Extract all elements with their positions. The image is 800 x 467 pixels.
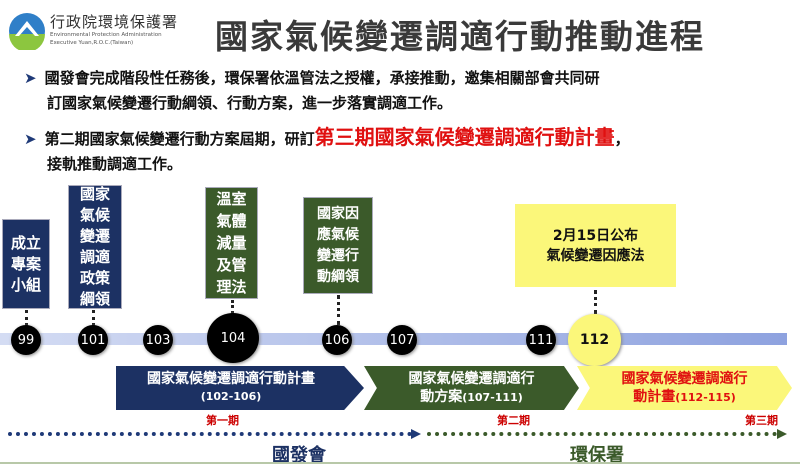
- logo: [8, 12, 46, 52]
- year-112: 112: [568, 314, 621, 366]
- plan-1-title: 國家氣候變遷調適行動計畫: [147, 371, 315, 387]
- logo-text: 行政院環境保護署: [50, 13, 179, 31]
- event-106: 國家因應氣候變遷行動綱領: [303, 197, 373, 294]
- year-101: 101: [78, 325, 108, 355]
- page-title: 國家氣候變遷調適行動推動進程: [215, 17, 705, 56]
- year-103: 103: [143, 325, 173, 355]
- period-1: 第一期: [206, 414, 239, 427]
- period-3: 第三期: [745, 414, 778, 427]
- connector: [337, 295, 340, 325]
- plan-phase-2: 國家氣候變遷調適行 動方案(107-111): [364, 366, 579, 410]
- plan-phase-1: 國家氣候變遷調適行動計畫 (102-106): [116, 366, 364, 410]
- logo-english-1: Environmental Protection Administration: [50, 32, 162, 38]
- event-112: 2月15日公布 氣候變遷因應法: [515, 204, 676, 287]
- year-111: 111: [526, 325, 556, 355]
- bullet-2: ➤ 第二期國家氣候變遷行動方案屆期，研訂第三期國家氣候變遷調適行動計畫， 接軌推動…: [24, 125, 630, 177]
- org-ndc: 國發會: [272, 445, 326, 466]
- event-112-law: 氣候變遷因應法: [546, 247, 645, 264]
- bullet-2-line-2: 接軌推動調適工作。: [47, 155, 183, 173]
- plan-phase-3: 國家氣候變遷調適行 動計畫(112-115): [577, 366, 792, 410]
- event-99: 成立專案小組: [2, 219, 50, 309]
- org-epa: 環保署: [570, 445, 624, 466]
- bullet-1-line-2: 訂國家氣候變遷行動綱領、行動方案，進一步落實調適工作。: [47, 94, 453, 112]
- arrowhead-icon: [411, 429, 421, 439]
- connector: [594, 290, 597, 314]
- epa-logo-icon: [9, 13, 45, 52]
- plan-1-range: (102-106): [200, 390, 262, 403]
- plan-3-range: (112-115): [675, 390, 736, 404]
- year-99: 99: [11, 325, 41, 355]
- epa-range-line: [427, 432, 777, 436]
- arrow-bullet-icon: ➤: [24, 69, 37, 87]
- bullet-2-punct: ，: [614, 130, 630, 148]
- logo-english-2: Executive Yuan,R.O.C.(Taiwan): [50, 40, 134, 46]
- event-112-date: 2月15日公布: [552, 227, 639, 244]
- plan-2-title-2: 動方案: [420, 388, 463, 405]
- ndc-range-line: [8, 432, 412, 436]
- plan-2-range: (107-111): [462, 390, 523, 404]
- year-106: 106: [322, 325, 352, 355]
- period-2: 第二期: [497, 414, 530, 427]
- year-104: 104: [207, 313, 259, 363]
- event-104: 溫室氣體減量及管理法: [205, 187, 258, 299]
- connector: [92, 310, 95, 326]
- connector: [231, 300, 234, 314]
- bullet-2-highlight: 第三期國家氣候變遷調適行動計畫: [314, 125, 615, 149]
- arrowhead-icon: [777, 429, 787, 439]
- connector: [25, 310, 28, 326]
- arrow-bullet-icon: ➤: [24, 130, 37, 148]
- plan-3-title-2: 動計畫: [633, 388, 676, 405]
- bullet-1-line-1: 國發會完成階段性任務後，環保署依溫管法之授權，承接推動，邀集相關部會共同研: [44, 69, 600, 87]
- bullet-1: ➤ 國發會完成階段性任務後，環保署依溫管法之授權，承接推動，邀集相關部會共同研 訂…: [24, 66, 600, 116]
- year-107: 107: [387, 325, 417, 355]
- plan-3-title: 國家氣候變遷調適行: [621, 370, 748, 387]
- bullet-2-text: 第二期國家氣候變遷行動方案屆期，研訂: [44, 130, 315, 148]
- event-101: 國家氣候變遷調適政策綱領: [68, 185, 122, 309]
- bottom-border: [0, 462, 800, 464]
- plan-2-title: 國家氣候變遷調適行: [408, 370, 535, 387]
